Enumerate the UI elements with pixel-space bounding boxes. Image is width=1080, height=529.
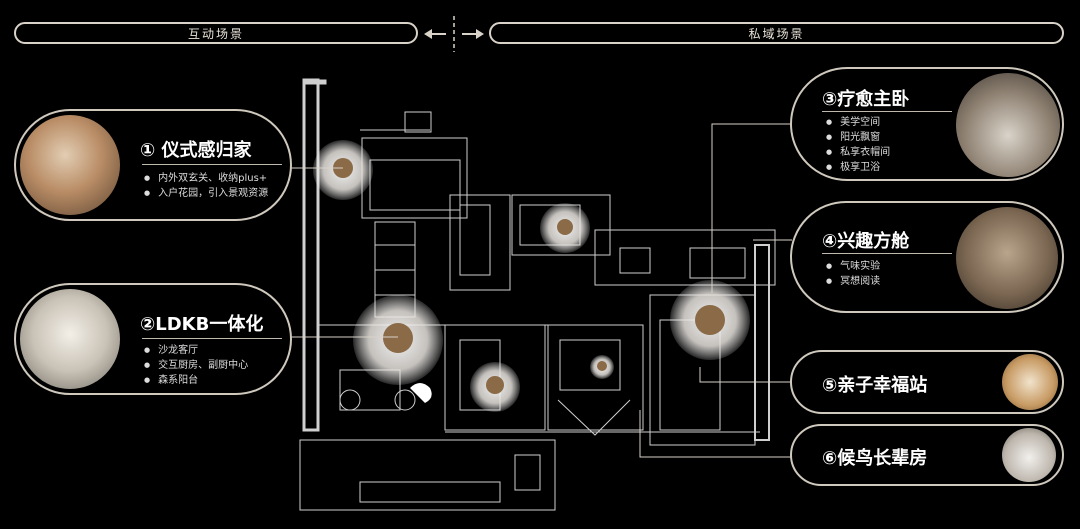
scene-card-elder-room: ⑥候鸟长辈房 [790, 424, 1064, 486]
scene-title: ②LDKB一体化 [140, 314, 264, 335]
hobby-pod-photo [956, 207, 1058, 309]
interactive-scene-header: 互动场景 [14, 22, 418, 44]
list-item: 美学空间 [826, 115, 890, 130]
interactive-scene-label: 互动场景 [187, 26, 244, 41]
scene-title: ⑤亲子幸福站 [822, 375, 928, 396]
family-station-photo [1002, 354, 1058, 410]
title-divider [822, 253, 952, 254]
title-divider [142, 164, 282, 165]
list-item: 入户花园，引入景观资源 [144, 186, 268, 201]
private-scene-label: 私域场景 [748, 26, 805, 41]
list-item: 私享衣帽间 [826, 145, 890, 160]
list-item: 森系阳台 [144, 373, 248, 388]
scene-title: ⑥候鸟长辈房 [822, 448, 928, 469]
master-bedroom-photo [956, 73, 1060, 177]
list-item: 阳光飘窗 [826, 130, 890, 145]
scene-card-master-bedroom: ③疗愈主卧 美学空间 阳光飘窗 私享衣帽间 极享卫浴 [790, 67, 1064, 181]
scene-feature-list: 内外双玄关、收纳plus+ 入户花园，引入景观资源 [144, 171, 268, 201]
ldkb-photo [20, 289, 120, 389]
elder-room-photo [1002, 428, 1056, 482]
scene-title: ① 仪式感归家 [140, 140, 252, 161]
scene-feature-list: 美学空间 阳光飘窗 私享衣帽间 极享卫浴 [826, 115, 890, 175]
list-item: 气味实验 [826, 259, 880, 274]
double-arrow-icon [424, 16, 484, 52]
private-scene-header: 私域场景 [489, 22, 1064, 44]
title-divider [142, 338, 282, 339]
scene-card-family-station: ⑤亲子幸福站 [790, 350, 1064, 414]
scene-card-ldkb: ②LDKB一体化 沙龙客厅 交互厨房、副厨中心 森系阳台 [14, 283, 292, 395]
scene-card-homecoming: ① 仪式感归家 内外双玄关、收纳plus+ 入户花园，引入景观资源 [14, 109, 292, 221]
scene-title: ④兴趣方舱 [822, 231, 910, 252]
list-item: 沙龙客厅 [144, 343, 248, 358]
title-divider [822, 111, 952, 112]
scene-feature-list: 沙龙客厅 交互厨房、副厨中心 森系阳台 [144, 343, 248, 388]
scene-card-hobby-pod: ④兴趣方舱 气味实验 冥想阅读 [790, 201, 1064, 313]
list-item: 极享卫浴 [826, 160, 890, 175]
floor-plan [299, 78, 776, 511]
homecoming-photo [20, 115, 120, 215]
scene-feature-list: 气味实验 冥想阅读 [826, 259, 880, 289]
list-item: 冥想阅读 [826, 274, 880, 289]
list-item: 内外双玄关、收纳plus+ [144, 171, 268, 186]
list-item: 交互厨房、副厨中心 [144, 358, 248, 373]
scene-title: ③疗愈主卧 [822, 89, 910, 110]
